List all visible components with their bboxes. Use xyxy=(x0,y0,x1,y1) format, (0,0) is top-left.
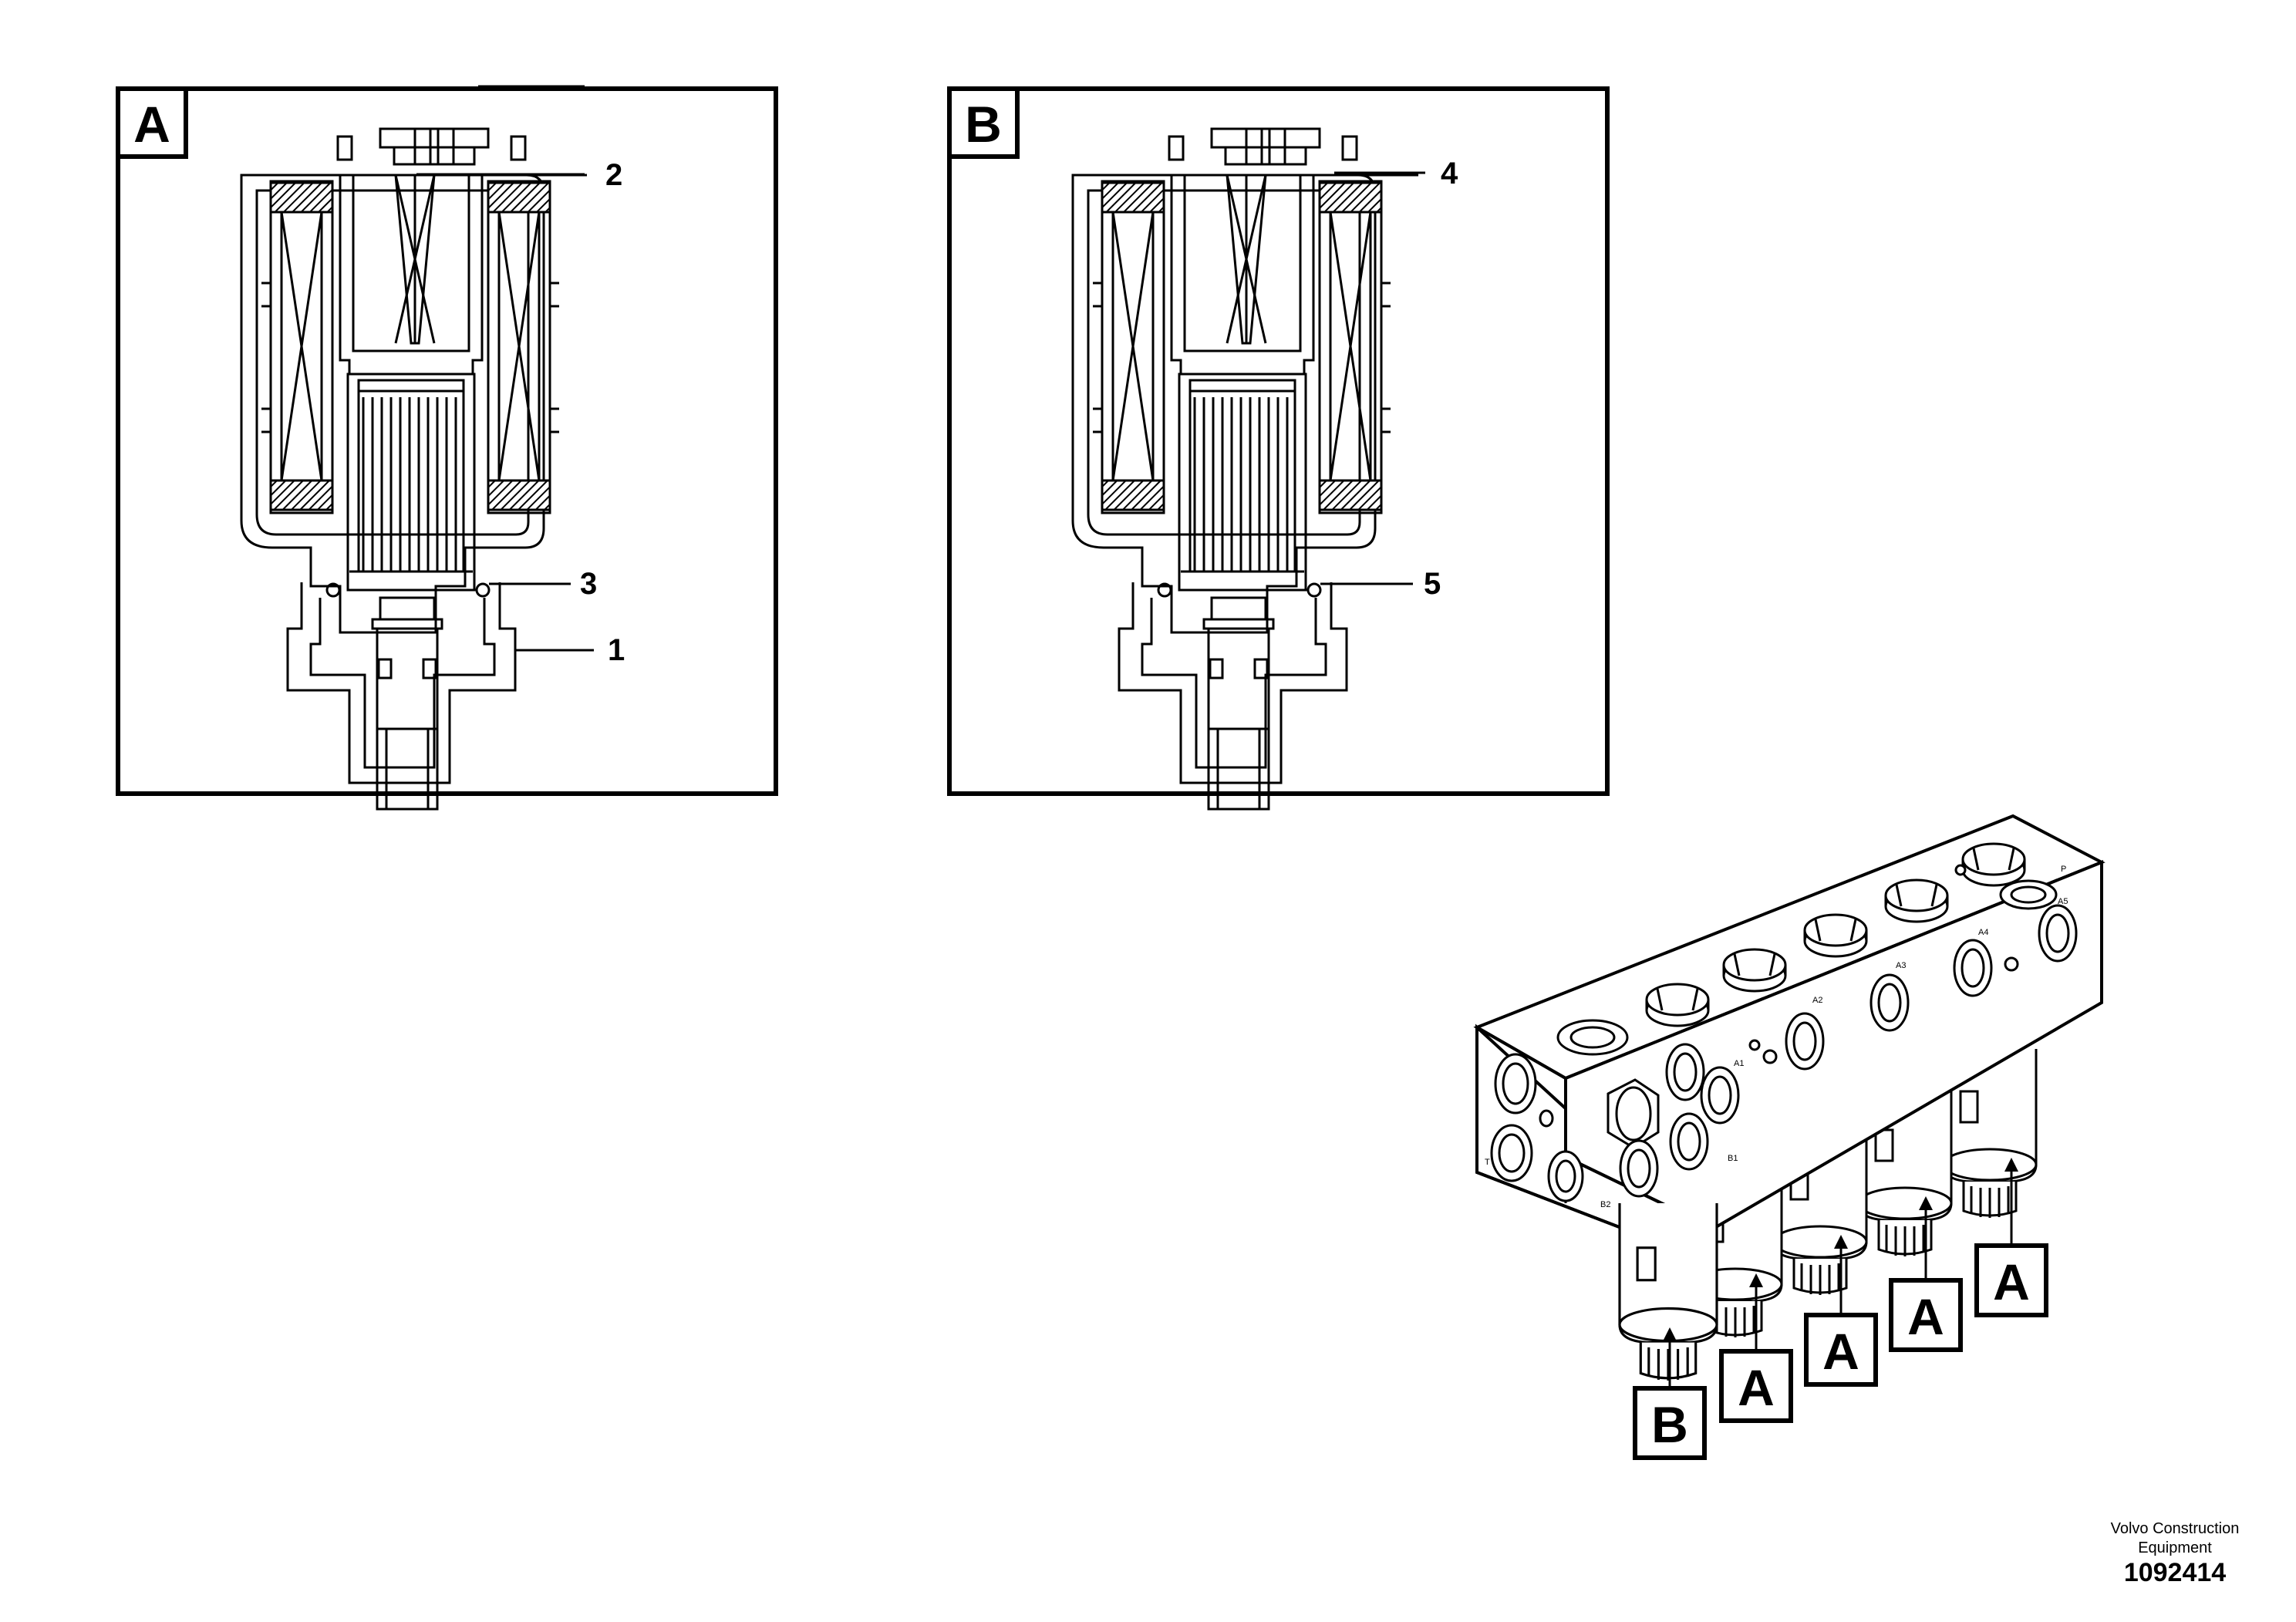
port-mark-a4: A4 xyxy=(1978,928,1988,937)
panel-b: B 4 5 xyxy=(947,86,1610,811)
callout-1: 1 xyxy=(608,633,625,667)
panel-b-frame xyxy=(947,86,1610,796)
panel-b-label-box xyxy=(947,86,1020,159)
company-name: Volvo Construction Equipment xyxy=(2110,1520,2240,1556)
port-mark-a3: A3 xyxy=(1896,961,1906,970)
top-plug-3 xyxy=(1803,913,1868,958)
callout-2: 2 xyxy=(605,158,622,192)
port-mark-a2: A2 xyxy=(1812,996,1822,1005)
top-plug-5 xyxy=(1961,842,2026,887)
valve-block-assembly: A1 B1 A2 A3 A4 A5 T P B2 B A A A A xyxy=(1473,814,2106,1460)
panel-a-label: A xyxy=(133,96,170,153)
port-a4 xyxy=(1953,939,1993,997)
tag-b: B xyxy=(1651,1396,1688,1453)
panel-a-label-box xyxy=(116,86,188,159)
port-a1b xyxy=(1700,1066,1740,1125)
port-mark-b1: B1 xyxy=(1728,1154,1738,1163)
panel-a-frame xyxy=(116,86,778,796)
tag-a-2: A xyxy=(1822,1323,1859,1380)
callout-3: 3 xyxy=(580,567,597,601)
port-a3 xyxy=(1870,973,1910,1032)
panel-a: A 2 3 1 xyxy=(116,85,778,811)
panel-b-label: B xyxy=(965,96,1002,153)
top-plug-1 xyxy=(1645,983,1710,1027)
tag-box-b xyxy=(1633,1386,1707,1460)
tag-box-a-4 xyxy=(1974,1243,2048,1317)
solenoid-valve-b-section xyxy=(1071,127,1420,811)
callout-4: 4 xyxy=(1441,157,1458,191)
tag-box-a-2 xyxy=(1804,1313,1878,1387)
callout-5: 5 xyxy=(1424,567,1441,601)
end-face-ports xyxy=(1490,1053,1584,1202)
tag-box-a-1 xyxy=(1719,1349,1793,1423)
port-a1 xyxy=(1665,1043,1705,1101)
solenoid-valve-a-section xyxy=(240,127,588,811)
port-mark-a1: A1 xyxy=(1734,1059,1744,1068)
tag-box-a-3 xyxy=(1889,1278,1963,1352)
port-a2 xyxy=(1785,1012,1825,1071)
top-plug-4 xyxy=(1884,878,1949,923)
tag-a-3: A xyxy=(1907,1288,1944,1345)
tag-a-1: A xyxy=(1738,1359,1775,1416)
port-mark-b2: B2 xyxy=(1600,1200,1610,1209)
solenoid-can-1 xyxy=(1618,1202,1718,1382)
tag-a-4: A xyxy=(1993,1253,2030,1310)
top-plug-2 xyxy=(1722,948,1787,993)
port-mark-a5: A5 xyxy=(2058,897,2068,906)
port-mark-p: P xyxy=(2061,865,2066,874)
port-mark-t: T xyxy=(1485,1158,1490,1167)
port-b1 xyxy=(1669,1112,1709,1171)
port-a5 xyxy=(2038,904,2078,963)
drawing-number: 1092414 xyxy=(2123,1558,2227,1587)
port-b2 xyxy=(1619,1139,1659,1198)
